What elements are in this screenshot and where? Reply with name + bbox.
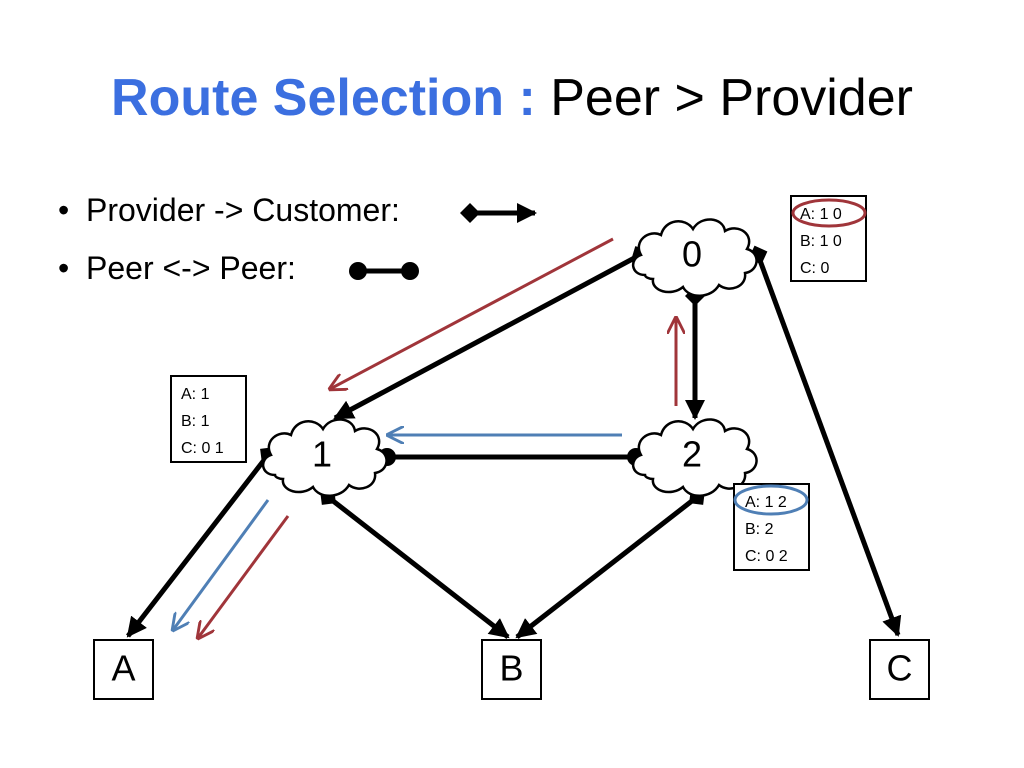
edge-2-to-B: [515, 489, 705, 639]
route-arrow-0-to-1: [330, 237, 614, 389]
table-row: B: 2: [745, 521, 774, 538]
leaf-node-A: A: [93, 639, 154, 700]
bullet-dot: •: [58, 250, 70, 286]
edge-1-to-A: [126, 447, 276, 638]
title-rest: Peer > Provider: [550, 69, 913, 127]
node-1-label: 1: [312, 434, 332, 475]
node-A-label: A: [111, 648, 135, 689]
title-highlight: Route Selection :: [111, 69, 536, 127]
table-row: C: 0 1: [181, 440, 224, 457]
as-node-1-cloud: 1: [262, 418, 388, 497]
legend-item-provider-customer: • Provider -> Customer:: [58, 190, 400, 230]
table-row: A: 1: [181, 386, 210, 403]
node-2-label: 2: [682, 434, 702, 475]
table-row: B: 1 0: [800, 233, 842, 250]
edge-1-to-B: [320, 489, 510, 639]
node-B-label: B: [499, 648, 523, 689]
page-title: Route Selection : Peer > Provider: [0, 62, 1024, 134]
leaf-node-C: C: [869, 639, 930, 700]
legend-label: Provider -> Customer:: [86, 192, 400, 228]
edge-0-to-1: [333, 246, 649, 421]
table-row: C: 0 2: [745, 548, 788, 565]
edge-0-to-C: [748, 245, 902, 637]
route-arrow-1-to-A-red: [198, 515, 290, 638]
route-arrow-1-to-A-blue: [173, 499, 270, 630]
leaf-node-B: B: [481, 639, 542, 700]
selected-route-highlight: [733, 484, 809, 516]
routing-table-2: A: 1 2 B: 2 C: 0 2: [733, 483, 810, 571]
legend-item-peer-peer: • Peer <-> Peer:: [58, 248, 296, 288]
as-node-0-cloud: 0: [632, 218, 758, 297]
table-row: A: 1 2: [745, 494, 787, 511]
table-row: C: 0: [800, 260, 829, 277]
selected-route-highlight: [791, 198, 867, 228]
table-row: B: 1: [181, 413, 210, 430]
table-row: A: 1 0: [800, 206, 842, 223]
bullet-dot: •: [58, 192, 70, 228]
node-0-label: 0: [682, 234, 702, 275]
routing-table-0: A: 1 0 B: 1 0 C: 0: [790, 195, 867, 282]
legend-label: Peer <-> Peer:: [86, 250, 296, 286]
routing-table-1: A: 1 B: 1 C: 0 1: [170, 375, 247, 463]
node-C-label: C: [887, 648, 913, 689]
as-node-2-cloud: 2: [632, 418, 758, 497]
